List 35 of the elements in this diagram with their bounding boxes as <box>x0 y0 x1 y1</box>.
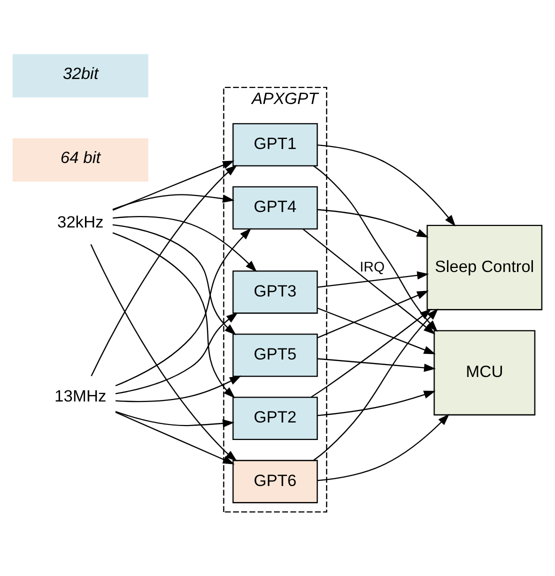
arrow <box>112 232 236 398</box>
arrow <box>115 312 238 394</box>
edge-label: IRQ <box>360 258 385 275</box>
arrow <box>317 390 436 416</box>
arrow <box>310 308 432 398</box>
node-box: GPT3 <box>232 270 318 314</box>
node-text: 13MHz <box>54 388 106 406</box>
arrow <box>115 228 252 386</box>
arrow <box>90 244 238 462</box>
node-box: GPT5 <box>232 334 318 377</box>
arrow <box>318 209 429 238</box>
arrow <box>112 194 234 210</box>
node-box: GPT1 <box>232 123 318 166</box>
node-box: Sleep Control <box>426 224 542 310</box>
arrow <box>318 271 429 288</box>
node-box: MCU <box>434 330 536 416</box>
arrow <box>112 160 234 211</box>
arrow <box>112 216 257 272</box>
legend-label: 32bit <box>62 64 98 83</box>
node-text: 32kHz <box>57 213 104 232</box>
node-box: GPT4 <box>232 186 318 230</box>
arrow <box>318 290 429 338</box>
arrow <box>302 228 436 334</box>
arrow <box>318 308 436 354</box>
arrow <box>318 358 436 372</box>
arrow <box>115 412 235 464</box>
legend-label: 64 bit <box>60 149 101 168</box>
arrow <box>317 414 450 482</box>
arrow <box>115 410 234 428</box>
node-box: GPT2 <box>232 396 318 440</box>
arrow <box>112 224 236 336</box>
arrow <box>90 165 238 376</box>
arrow <box>116 376 242 402</box>
node-box: GPT6 <box>232 460 318 504</box>
arrow <box>318 144 456 227</box>
